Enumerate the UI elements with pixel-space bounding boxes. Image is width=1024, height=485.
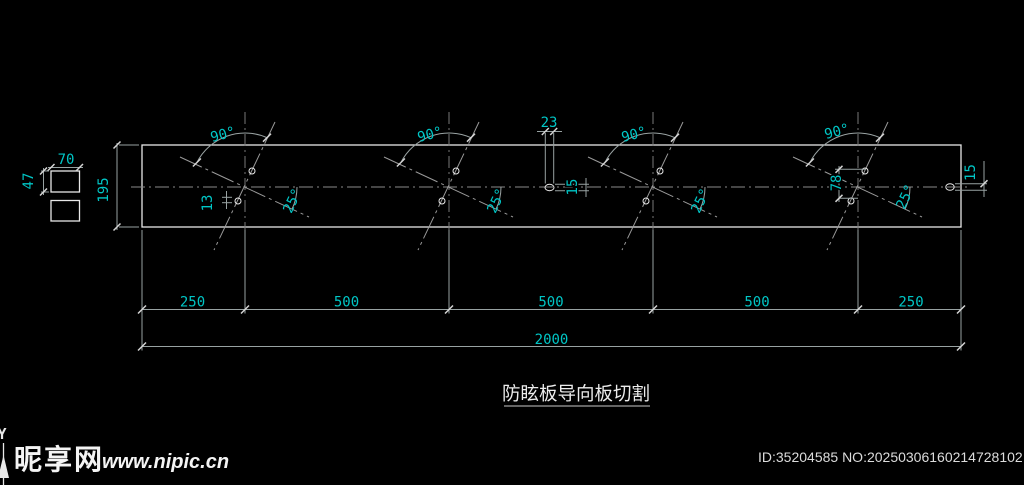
drawing-title: 防眩板导向板切割: [502, 383, 650, 404]
dim-tick: [466, 133, 476, 143]
dim-tick: [137, 341, 147, 352]
dim-tick: [956, 341, 966, 352]
dim-tick: [956, 304, 966, 315]
title-group: 防眩板导向板切割: [502, 383, 650, 407]
angle-90-arc: [604, 132, 676, 163]
dim-seg-label: 500: [334, 295, 359, 311]
dim-seg-label: 500: [538, 295, 563, 311]
plate-group: [131, 144, 968, 228]
hole-circle: [234, 197, 242, 205]
dim-195-group: 195: [96, 140, 139, 232]
hole-circle: [438, 197, 446, 205]
hole-circle: [642, 197, 650, 205]
hole-circle: [656, 167, 664, 175]
angle-90-label: 90°: [416, 124, 445, 146]
dim-tick: [39, 166, 48, 176]
angle-90-label: 90°: [209, 124, 238, 146]
watermark-site-name: 昵享网: [14, 443, 104, 475]
dim-total-label: 2000: [535, 332, 569, 348]
ucs-icon: Y: [0, 425, 9, 485]
plate-outline: [141, 144, 962, 228]
mid-slot-group: 23 15: [537, 115, 589, 197]
angle-90-label: 90°: [620, 124, 649, 146]
cross-steep-line: [213, 121, 276, 251]
dim-15-mid-label: 15: [565, 179, 581, 196]
dim-tick: [39, 187, 48, 197]
cross-steep-line: [417, 121, 480, 251]
dim-15-right-label: 15: [963, 164, 979, 181]
dim-tick: [75, 163, 84, 172]
dim-tick: [444, 304, 454, 315]
cross-shallow-line: [383, 156, 514, 218]
cross-shallow-line: [792, 156, 923, 218]
angle-25-label: 25°: [688, 186, 713, 216]
dim-13-label: 13: [200, 195, 216, 212]
dim-tick: [396, 157, 406, 168]
bottom-dims-group: 250 500 500 500 250 2000: [137, 230, 966, 352]
side-piece-group: 70 47: [21, 152, 84, 222]
angle-25-arc: [904, 186, 911, 210]
angle-90-arc: [809, 132, 881, 163]
angle-90-arc: [400, 132, 472, 163]
side-piece-rect-top: [50, 170, 81, 193]
dim-tick: [240, 304, 250, 315]
cross-steep-line: [621, 121, 684, 251]
angle-25-label: 25°: [484, 186, 509, 216]
ucs-arrowhead-icon: [0, 455, 9, 478]
dim-tick: [648, 304, 658, 315]
dim-195-label: 195: [96, 177, 112, 202]
mid-slot: [544, 183, 555, 192]
right-slot-group: 15: [945, 161, 989, 197]
nipic-watermark: 昵享网 www.nipic.cn: [14, 443, 229, 475]
angle-25-arc: [699, 186, 706, 210]
dim-tick: [112, 140, 122, 150]
angle-25-label: 25°: [893, 182, 918, 212]
dim-tick: [262, 133, 272, 143]
cross-steep-line: [826, 121, 889, 251]
dim-tick: [670, 133, 680, 143]
dim-tick: [979, 179, 989, 188]
hole-circle: [248, 167, 256, 175]
angle-25-label: 25°: [280, 186, 305, 216]
side-piece-rect-bottom: [50, 199, 81, 222]
dim-seg-label: 250: [898, 295, 923, 311]
dim-tick: [549, 127, 558, 136]
dim-tick: [834, 194, 844, 203]
dim-tick: [853, 304, 863, 315]
angle-90-arc: [196, 132, 268, 163]
cross-pattern-4: 90° 25° 78: [792, 112, 923, 256]
angle-25-arc: [495, 186, 502, 210]
dim-seg-label: 250: [180, 295, 205, 311]
dim-tick: [112, 222, 122, 232]
dim-tick: [137, 304, 147, 315]
cross-shallow-line: [587, 156, 718, 218]
hole-circle: [452, 167, 460, 175]
dim-tick: [46, 163, 56, 172]
angle-90-label: 90°: [823, 121, 852, 143]
dim-tick: [192, 157, 202, 168]
dim-78-label: 78: [829, 175, 845, 192]
dim-70-label: 70: [58, 152, 75, 168]
cross-shallow-line: [179, 156, 310, 218]
dim-47-label: 47: [21, 173, 37, 190]
dim-tick: [805, 157, 815, 168]
angle-25-arc: [291, 186, 298, 210]
right-slot: [945, 183, 955, 191]
ucs-y-axis-label: Y: [0, 425, 7, 443]
dim-23-label: 23: [541, 115, 558, 131]
dim-seg-label: 500: [744, 295, 769, 311]
hole-circle: [861, 167, 869, 175]
image-id-text: ID:35204585 NO:20250306160214728102: [758, 449, 1023, 465]
dim-tick: [600, 157, 610, 168]
watermark-site-url: www.nipic.cn: [102, 451, 229, 473]
dim-tick: [541, 127, 550, 136]
dim-tick: [834, 165, 844, 174]
dim-tick: [875, 133, 885, 143]
